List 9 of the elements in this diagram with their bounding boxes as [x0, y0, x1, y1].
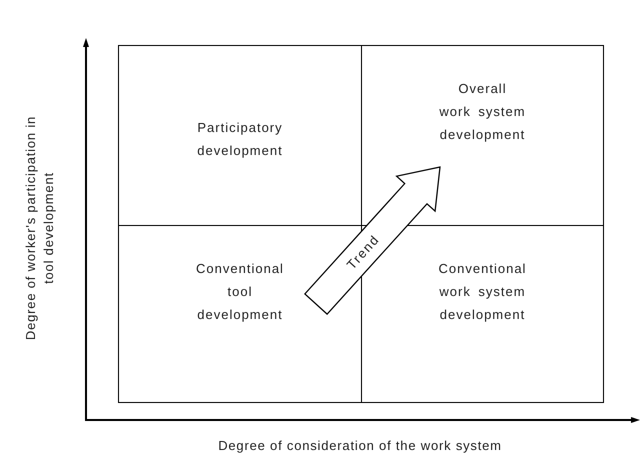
y-axis-label: Degree of worker's participation in tool development: [22, 114, 57, 342]
quadrant-cell: [118, 45, 362, 226]
quadrant-label: Overall work system development: [439, 80, 526, 144]
quadrant-label: Conventional work system development: [438, 260, 528, 324]
trend-block-arrow: [304, 166, 441, 315]
quadrant-label: Participatory development: [196, 119, 284, 160]
quadrant-label: Conventional tool development: [195, 260, 285, 324]
x-axis-label: Degree of consideration of the work system: [218, 437, 502, 455]
quadrant-cell: [361, 45, 604, 226]
